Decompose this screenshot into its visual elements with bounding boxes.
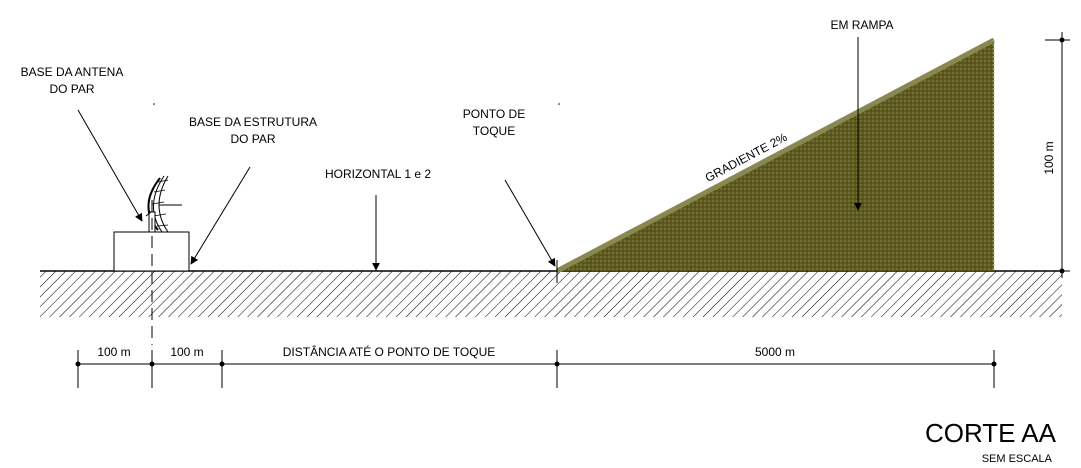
antenna-base-label-2: DO PAR [49, 82, 94, 96]
horizontal-label: HORIZONTAL 1 e 2 [325, 167, 431, 181]
leader-structure-base [190, 166, 251, 265]
dim-seg1: 100 m [97, 345, 130, 359]
ramp [555, 37, 996, 274]
ground [40, 270, 1062, 317]
touch-point-label-2: TOQUE [473, 124, 515, 138]
touch-point-label-1: PONTO DE [463, 107, 525, 121]
antenna-icon [145, 175, 182, 233]
ground-hatch [40, 271, 1062, 317]
ramp-label: EM RAMPA [830, 18, 893, 32]
dim-seg3: DISTÂNCIA ATÉ O PONTO DE TOQUE [283, 344, 496, 359]
structure-base-label-2: DO PAR [230, 132, 275, 146]
section-subtitle: SEM ESCALA [982, 453, 1053, 465]
section-title: CORTE AA [925, 418, 1057, 448]
stray-dot [558, 103, 560, 105]
antenna-structure [113, 175, 190, 345]
leader-antenna-base [77, 109, 143, 222]
ramp-slope-line [555, 37, 996, 274]
leader-touch-point [504, 179, 556, 267]
height-dimension: 100 m [1042, 32, 1070, 278]
horizontal-dimension: 100 m 100 m DISTÂNCIA ATÉ O PONTO DE TOQ… [75, 344, 997, 388]
dim-seg4: 5000 m [755, 345, 795, 359]
leaders [77, 37, 862, 271]
antenna-base-label-1: BASE DA ANTENA [21, 65, 124, 79]
structure-base-label-1: BASE DA ESTRUTURA [189, 115, 317, 129]
height-label: 100 m [1042, 141, 1056, 174]
dim-seg2: 100 m [170, 345, 203, 359]
stray-dot [153, 103, 155, 105]
